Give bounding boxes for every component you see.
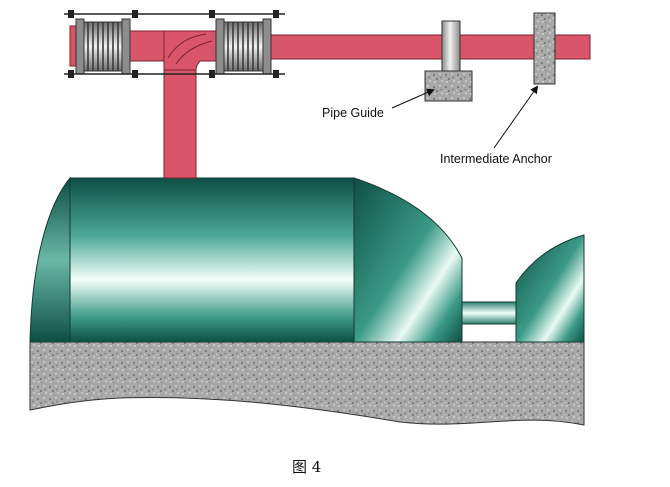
connecting-shaft <box>461 301 517 325</box>
intermediate-anchor-leader <box>493 85 539 149</box>
concrete-foundation <box>29 341 585 426</box>
vessel-left-end <box>29 176 71 343</box>
vessel-head <box>353 177 463 343</box>
pipe-segment-middle-left <box>127 30 171 62</box>
vessel-body <box>69 177 355 343</box>
expansion-joint-right <box>215 18 272 75</box>
right-equipment <box>515 234 585 343</box>
elbow-seam <box>167 33 207 59</box>
pipe-guide-leader <box>391 88 435 109</box>
intermediate-anchor-label: Intermediate Anchor <box>440 152 552 166</box>
vertical-pipe <box>163 65 197 179</box>
elbow-seam <box>175 40 213 65</box>
intermediate-anchor-block <box>533 12 556 85</box>
tie-rod-bottom <box>64 70 285 78</box>
figure-caption: 图 4 <box>292 458 321 476</box>
pipe-guide-base <box>424 70 473 102</box>
pipe-guide-post <box>441 20 461 74</box>
tie-rod-top <box>64 10 285 18</box>
expansion-joint-left <box>75 18 131 75</box>
pipe-guide-label: Pipe Guide <box>322 106 384 120</box>
